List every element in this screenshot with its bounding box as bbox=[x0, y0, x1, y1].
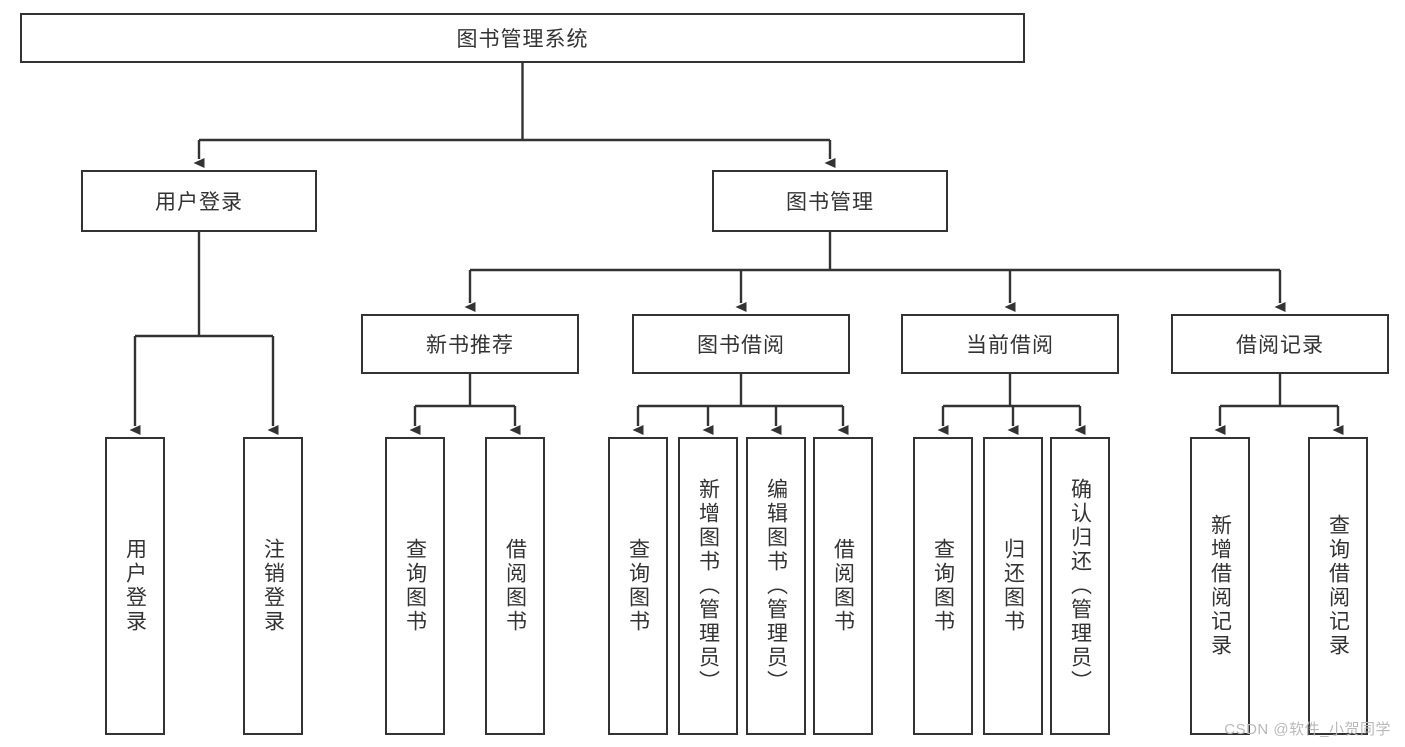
node-label: 查询图书 bbox=[626, 538, 650, 634]
node-leaf-borrow-add[interactable]: 新增图书（管理员） bbox=[678, 437, 738, 735]
node-label: 借阅记录 bbox=[1236, 334, 1324, 357]
node-leaf-logout[interactable]: 注销登录 bbox=[243, 437, 303, 735]
node-leaf-cur-confirm[interactable]: 确认归还（管理员） bbox=[1050, 437, 1110, 735]
node-current[interactable]: 当前借阅 bbox=[901, 314, 1119, 374]
node-newbook[interactable]: 新书推荐 bbox=[361, 314, 579, 374]
node-leaf-cur-return[interactable]: 归还图书 bbox=[983, 437, 1043, 735]
node-login[interactable]: 用户登录 bbox=[81, 170, 317, 232]
node-label: 新增借阅记录 bbox=[1208, 514, 1232, 658]
node-leaf-new-borrow[interactable]: 借阅图书 bbox=[485, 437, 545, 735]
node-leaf-borrow-do[interactable]: 借阅图书 bbox=[813, 437, 873, 735]
node-label: 用户登录 bbox=[155, 191, 243, 214]
node-label: 查询图书 bbox=[931, 538, 955, 634]
node-label: 图书管理系统 bbox=[456, 28, 589, 51]
node-label: 编辑图书（管理员） bbox=[764, 478, 788, 694]
node-root[interactable]: 图书管理系统 bbox=[20, 13, 1025, 63]
node-label: 确认归还（管理员） bbox=[1068, 478, 1092, 694]
node-leaf-rec-add[interactable]: 新增借阅记录 bbox=[1190, 437, 1250, 735]
node-leaf-rec-query[interactable]: 查询借阅记录 bbox=[1308, 437, 1368, 735]
node-bookmgmt[interactable]: 图书管理 bbox=[712, 170, 948, 232]
node-label: 注销登录 bbox=[261, 538, 285, 634]
node-label: 归还图书 bbox=[1001, 538, 1025, 634]
node-borrow[interactable]: 图书借阅 bbox=[632, 314, 850, 374]
node-label: 查询借阅记录 bbox=[1326, 514, 1350, 658]
node-leaf-cur-query[interactable]: 查询图书 bbox=[913, 437, 973, 735]
node-label: 新增图书（管理员） bbox=[696, 478, 720, 694]
node-label: 新书推荐 bbox=[426, 334, 514, 357]
node-label: 用户登录 bbox=[123, 538, 147, 634]
node-label: 当前借阅 bbox=[966, 334, 1054, 357]
node-label: 图书管理 bbox=[786, 191, 874, 214]
node-label: 查询图书 bbox=[403, 538, 427, 634]
node-leaf-user-login[interactable]: 用户登录 bbox=[105, 437, 165, 735]
node-leaf-borrow-edit[interactable]: 编辑图书（管理员） bbox=[746, 437, 806, 735]
node-leaf-borrow-query[interactable]: 查询图书 bbox=[608, 437, 668, 735]
node-leaf-new-query[interactable]: 查询图书 bbox=[385, 437, 445, 735]
node-label: 借阅图书 bbox=[503, 538, 527, 634]
node-label: 图书借阅 bbox=[697, 334, 785, 357]
node-label: 借阅图书 bbox=[831, 538, 855, 634]
node-record[interactable]: 借阅记录 bbox=[1171, 314, 1389, 374]
